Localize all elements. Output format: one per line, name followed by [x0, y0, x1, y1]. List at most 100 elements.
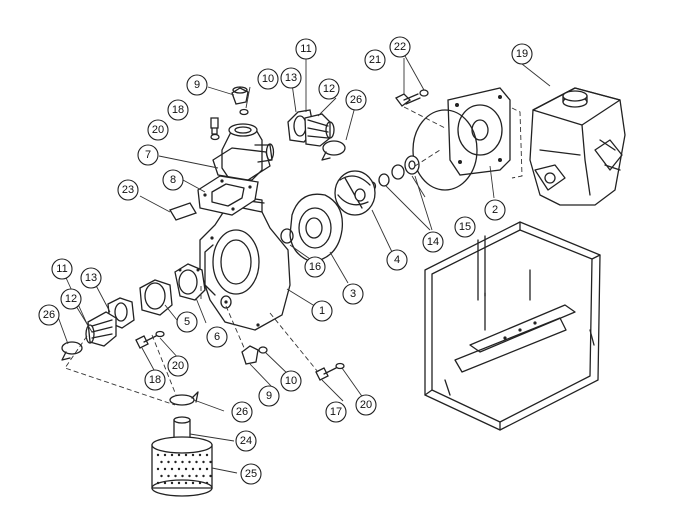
discharge-hose-fitting — [287, 109, 335, 147]
hose-clamp-left — [61, 341, 83, 361]
strainer-hole — [198, 453, 202, 457]
callout-9-top: 9 — [186, 74, 208, 96]
callout-24: 24 — [235, 430, 257, 452]
strainer-neck — [173, 416, 191, 441]
callout-18-top: 18 — [167, 99, 189, 121]
svg-text:15: 15 — [459, 221, 471, 233]
strainer-hole — [163, 453, 167, 457]
svg-text:18: 18 — [172, 104, 184, 116]
svg-text:26: 26 — [43, 309, 55, 321]
washer-left-20 — [155, 330, 165, 338]
svg-text:23: 23 — [122, 184, 134, 196]
volute-oring — [280, 228, 294, 244]
svg-text:5: 5 — [184, 316, 190, 328]
svg-text:7: 7 — [145, 149, 151, 161]
discharge-elbow — [221, 123, 275, 181]
drain-plug-lower — [241, 345, 259, 365]
svg-text:20: 20 — [360, 399, 372, 411]
strainer-hole — [205, 481, 209, 485]
engine — [529, 87, 626, 206]
strainer-hole — [177, 453, 181, 457]
strainer-hole — [209, 460, 212, 464]
callout-1: 1 — [311, 300, 333, 322]
svg-text:3: 3 — [350, 288, 356, 300]
svg-text:25: 25 — [245, 468, 257, 480]
casing-patch-gasket — [169, 202, 197, 221]
strainer-hole — [191, 481, 195, 485]
strainer-hole — [188, 460, 191, 464]
callout-17: 17 — [325, 401, 347, 423]
strainer-hole — [174, 474, 177, 478]
strainer-hole — [195, 474, 198, 478]
strainer-hole — [195, 460, 198, 464]
washer-lower-10 — [258, 346, 268, 354]
strainer-hole — [156, 481, 160, 485]
pump-frame — [424, 221, 601, 431]
suction-flange — [139, 279, 173, 316]
callout-12-top: 12 — [318, 78, 340, 100]
strainer-hole — [156, 453, 160, 457]
callout-25: 25 — [240, 463, 262, 485]
impeller — [334, 170, 376, 216]
svg-text:20: 20 — [172, 360, 184, 372]
top-flange-gasket — [197, 175, 259, 216]
callout-2: 2 — [484, 199, 506, 221]
strainer-hole — [181, 474, 184, 478]
callouts: 1 2 3 4 5 6 7 8 9 9 10 10 11 11 12 12 13… — [38, 36, 533, 485]
washer-lower-20 — [335, 362, 345, 370]
bolt-top-18 — [210, 117, 219, 135]
strainer-hole — [167, 460, 170, 464]
strainer-hole — [163, 467, 167, 471]
strainer-hole — [205, 453, 209, 457]
callout-4: 4 — [386, 249, 408, 271]
discharge-flange-plate — [212, 147, 271, 181]
bolt-17 — [315, 367, 337, 381]
washer-22 — [419, 89, 429, 97]
strainer-hole — [202, 460, 205, 464]
strainer-hole — [174, 460, 177, 464]
svg-text:26: 26 — [350, 94, 362, 106]
strainer-hole — [191, 453, 195, 457]
svg-text:10: 10 — [262, 73, 274, 85]
svg-text:6: 6 — [214, 331, 220, 343]
strainer-hole — [202, 474, 205, 478]
strainer-hole — [170, 467, 174, 471]
svg-text:9: 9 — [266, 390, 272, 402]
svg-text:1: 1 — [319, 305, 325, 317]
svg-text:12: 12 — [65, 293, 77, 305]
strainer-hole — [198, 481, 202, 485]
washer-top — [239, 108, 249, 116]
strainer-hole — [160, 460, 163, 464]
mechanical-seal — [367, 155, 420, 191]
washer-top-20 — [210, 133, 220, 141]
callout-8: 8 — [162, 169, 184, 191]
callout-14: 14 — [422, 231, 444, 253]
svg-text:17: 17 — [330, 406, 342, 418]
svg-text:11: 11 — [56, 263, 67, 275]
callout-9-lower: 9 — [258, 385, 280, 407]
svg-text:19: 19 — [516, 48, 528, 60]
callout-18-left: 18 — [144, 369, 166, 391]
strainer-hole — [167, 474, 170, 478]
callout-16: 16 — [304, 256, 326, 278]
bolt-21 — [395, 93, 421, 107]
callout-13-left: 13 — [80, 267, 102, 289]
suction-hose-barb — [85, 311, 117, 347]
strainer-hole — [198, 467, 202, 471]
strainer-hole — [184, 481, 188, 485]
drain-plug-top — [231, 86, 249, 105]
strainer-hole — [160, 474, 163, 478]
callout-15: 15 — [454, 216, 476, 238]
callout-20-top: 20 — [147, 119, 169, 141]
strainer-hole — [177, 467, 181, 471]
strainer-hole — [188, 474, 191, 478]
flange-gasket-outline — [511, 107, 523, 179]
callout-19: 19 — [511, 43, 533, 65]
svg-text:12: 12 — [323, 83, 335, 95]
engine-flange — [447, 87, 511, 176]
callout-21: 21 — [364, 49, 386, 71]
strainer-hole — [156, 467, 160, 471]
svg-text:4: 4 — [394, 254, 400, 266]
suction-gasket — [174, 263, 206, 301]
